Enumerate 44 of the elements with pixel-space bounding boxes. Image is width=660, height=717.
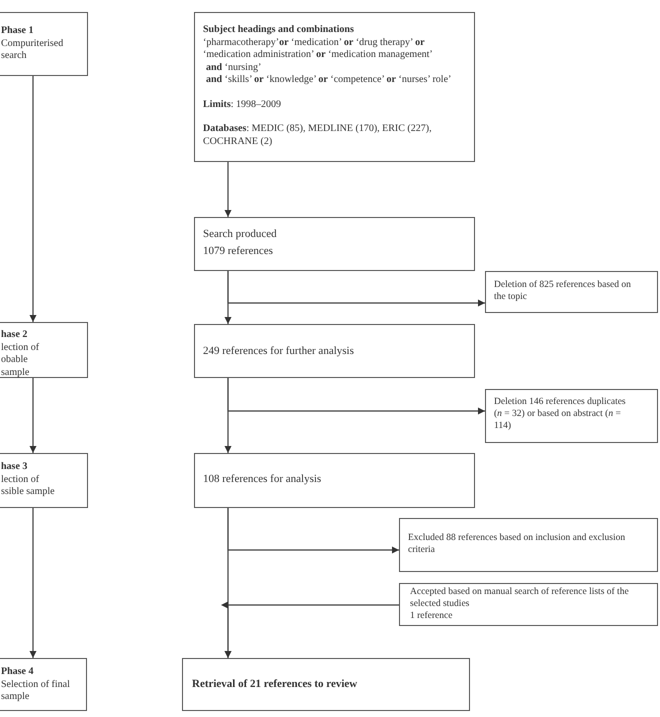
- box-text: Deletion of 825 references based on the topic: [494, 280, 632, 304]
- result-box: [182, 658, 470, 711]
- box-text: Deletion 146 references duplicates (n = 32) or based on abstract (n = 114): [494, 397, 627, 433]
- side-note-box: [485, 271, 658, 313]
- phase-description: Compuriterised search: [1, 38, 64, 62]
- phase-description: Selection of final sample: [1, 678, 71, 704]
- arrow: [30, 378, 36, 453]
- phase-description: lection of ssible sample: [1, 474, 56, 498]
- side-note-box: [399, 583, 658, 626]
- box-text: 1079 references: [203, 244, 274, 258]
- box-text: 108 references for analysis: [203, 473, 322, 487]
- arrow: [227, 378, 485, 414]
- database-list: Databases: MEDIC (85), MEDLINE (170), ERIC (227), COCHRANE (2): [203, 123, 466, 148]
- process-box: [194, 324, 475, 378]
- phase-heading: Phase 1: [1, 25, 34, 38]
- box-text: 1 reference: [410, 610, 454, 623]
- box-text: Accepted based on manual search of reference lists of the selected studies: [410, 587, 630, 611]
- arrow: [224, 162, 232, 217]
- side-note-box: [485, 389, 658, 443]
- box-text: 249 references for further analysis: [203, 345, 355, 359]
- search-strategy-box: [194, 12, 475, 162]
- phase-heading: hase 3: [1, 461, 28, 474]
- process-box: [194, 217, 475, 271]
- arrow: [227, 271, 485, 306]
- result-text: Retrieval of 21 references to review: [192, 678, 358, 692]
- arrow: [227, 508, 399, 554]
- phase-box: [0, 658, 87, 711]
- arrow: [30, 508, 36, 658]
- search-terms: and ‘skills’ or ‘knowledge’ or ‘competence’ or ‘nurses’ role’: [205, 74, 452, 86]
- phase-heading: hase 2: [1, 329, 28, 342]
- query-heading: Subject headings and combinations: [203, 24, 355, 36]
- phase-box: [0, 453, 88, 508]
- phase-heading: Phase 4: [1, 666, 34, 678]
- side-note-box: [399, 518, 658, 572]
- phase-box: [0, 12, 88, 76]
- process-box: [194, 453, 475, 508]
- search-terms: and ‘nursing’: [205, 62, 262, 74]
- arrow: [221, 602, 399, 658]
- box-text: Excluded 88 references based on inclusion and exclusion criteria: [408, 533, 626, 557]
- phase-description: lection of obable sample: [1, 342, 40, 379]
- date-limits: Limits: 1998–2009: [203, 98, 282, 111]
- box-text: Search produced: [203, 228, 278, 242]
- phase-box: [0, 322, 88, 378]
- arrow: [30, 76, 36, 322]
